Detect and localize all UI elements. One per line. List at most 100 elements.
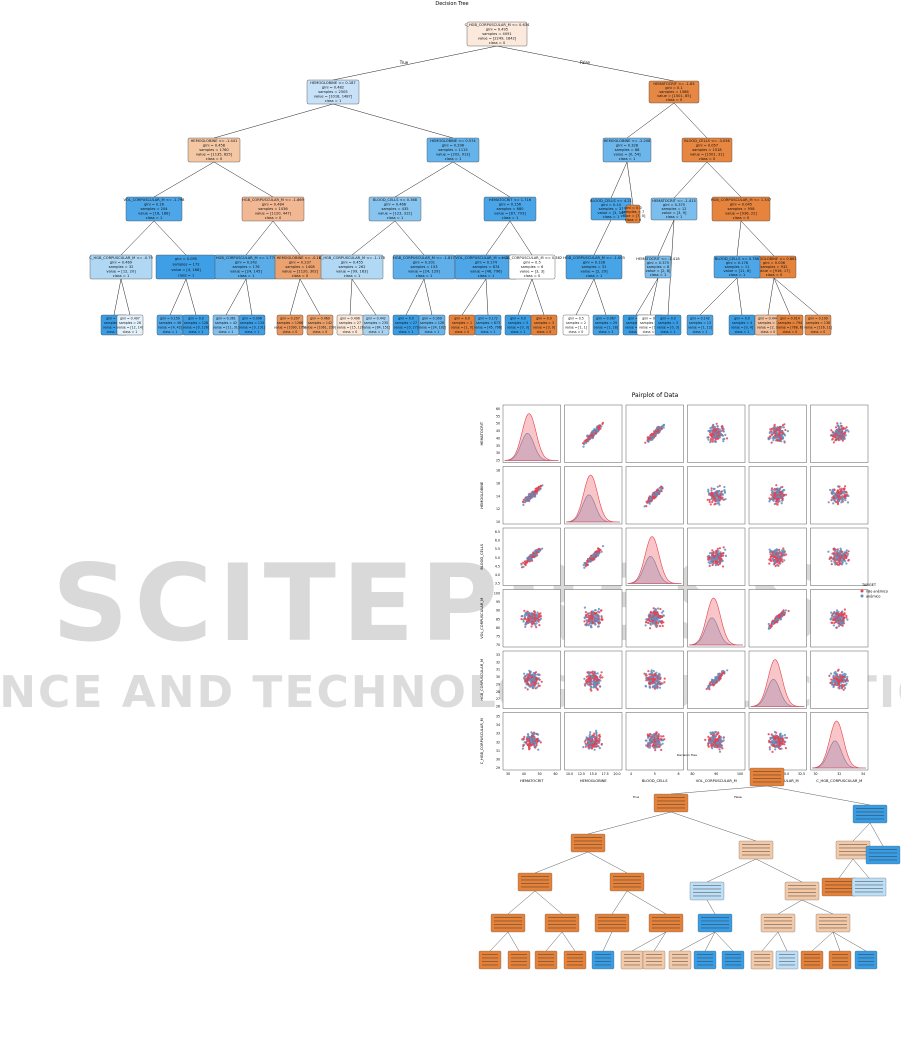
tree-top-node-line: samples = 932	[760, 265, 787, 269]
pairplot-point	[770, 431, 774, 434]
pairplot-point	[781, 435, 784, 438]
tree-top-node-box	[602, 137, 652, 163]
pairplot-point	[770, 441, 773, 444]
pairplot-point	[832, 685, 835, 689]
pairplot-point	[661, 624, 664, 628]
tree-top-leaf-line: gini = 0.0	[398, 316, 414, 320]
pairplot-y-tick: 3.5	[495, 582, 500, 586]
tree-top-node-line: value = [1120, 447]	[255, 212, 292, 216]
pairplot-point	[773, 555, 776, 558]
pairplot-point	[722, 739, 725, 742]
tree-top-leaf-line: samples = 3	[758, 321, 778, 325]
tree-top-leaf-line: samples = 794	[778, 321, 802, 325]
pairplot-point	[717, 436, 720, 439]
tree-top-leaf-line: samples = 42	[215, 321, 237, 325]
pairplot-point	[712, 684, 715, 687]
pairplot-point	[533, 553, 536, 556]
tree-top-node-line: gini = 0.237	[289, 261, 311, 265]
pairplot-point	[646, 733, 649, 736]
tree-top-leaf-line: value = [84, 151]	[362, 325, 390, 329]
tree-top-edge	[767, 277, 775, 316]
tree-top-node-box	[648, 80, 700, 104]
pairplot-point	[839, 422, 842, 425]
tree-top-edge	[626, 161, 634, 206]
tree-top-node-line: value = [7, 0]	[621, 214, 646, 218]
tree-top-node-line: class = 1	[238, 274, 255, 278]
pairplot-point	[522, 737, 525, 740]
tree-top-leaf-line: samples = 46	[159, 321, 181, 325]
tree-top-node-line: class = 0	[625, 218, 642, 222]
pairplot-point	[646, 744, 650, 748]
pairplot-y-tick: 95	[496, 600, 500, 604]
tree-top-node-line: samples = 7	[622, 210, 645, 214]
tree-top-node-box	[368, 196, 422, 222]
tree-top-node-line: class = 1	[146, 216, 163, 220]
pairplot-point	[723, 437, 726, 440]
tree-top-edge	[509, 220, 533, 256]
pairplot-point	[655, 679, 658, 682]
pairplot-point	[654, 428, 658, 431]
tree-top-node-box	[306, 79, 360, 105]
pairplot-point	[530, 625, 533, 628]
pairplot-point	[708, 564, 711, 568]
pairplot-point	[587, 671, 590, 674]
pairplot-point	[843, 687, 847, 690]
tree-top-leaf-line: value = [1061, 239]	[304, 325, 336, 329]
pairplot-point	[590, 740, 593, 743]
tree-top-edge	[626, 102, 675, 139]
pairplot-point	[832, 674, 835, 677]
tree-top-leaf-line: class = 1	[481, 330, 496, 334]
pairplot-point	[644, 441, 647, 444]
pairplot-point	[539, 615, 543, 618]
pairplot-point	[771, 557, 774, 560]
pairplot-point	[707, 488, 710, 491]
pairplot-cell	[748, 650, 807, 709]
tree-top-edge	[185, 278, 197, 316]
pairplot-point	[783, 489, 786, 492]
decision-tree-top: Decision Tree True False C_HGB_CORPUSCUL…	[89, 1, 832, 336]
tree-top-leaf-line: class = 0	[343, 330, 358, 334]
tree-top-leaf-box	[474, 314, 502, 336]
tree-top-node-line: value = [16, 188]	[138, 212, 170, 216]
pairplot-point	[716, 425, 719, 428]
pairplot-y-label: BLOOD_CELLS	[480, 543, 484, 569]
pairplot-point	[586, 563, 589, 567]
pairplot-point	[533, 682, 537, 685]
pairplot-point	[775, 734, 779, 737]
tree-top-edge	[496, 45, 675, 82]
pairplot-point	[645, 500, 648, 503]
pairplot-point	[779, 614, 782, 617]
pairplot-point	[711, 737, 715, 740]
pairplot-point	[720, 554, 723, 557]
pairplot-point	[650, 438, 653, 441]
tree-top-node-line: samples = 1586	[659, 90, 689, 94]
pairplot-point	[663, 677, 666, 680]
tree-top-leaf-box	[116, 314, 144, 336]
pairplot-cell	[564, 712, 623, 771]
pairplot-point	[773, 562, 776, 565]
pairplot-point	[787, 609, 790, 613]
pairplot-point	[653, 674, 657, 677]
pairplot-point	[530, 739, 533, 742]
pairplot-point	[845, 491, 848, 494]
tree-top-node-line: samples = 1036	[258, 207, 288, 211]
pairplot-point	[831, 614, 834, 617]
pairplot-point	[780, 502, 783, 505]
pairplot-point	[656, 746, 659, 749]
pairplot-point	[840, 492, 843, 495]
tree-top-leaf-line: class = 0	[643, 330, 658, 334]
pairplot-point	[842, 678, 846, 681]
tree-top-leaf-line: samples = 138	[806, 321, 830, 325]
pairplot-point	[767, 733, 770, 736]
tree-top-leaf-line: class = 1	[219, 330, 234, 334]
tree-top-leaf-line: value = [0, 6]	[103, 325, 125, 329]
pairplot-point	[830, 563, 833, 566]
pairplot-cell	[502, 589, 561, 648]
pairplot-point	[537, 682, 540, 685]
pairplot-point	[644, 672, 648, 676]
pairplot-point	[720, 558, 723, 561]
